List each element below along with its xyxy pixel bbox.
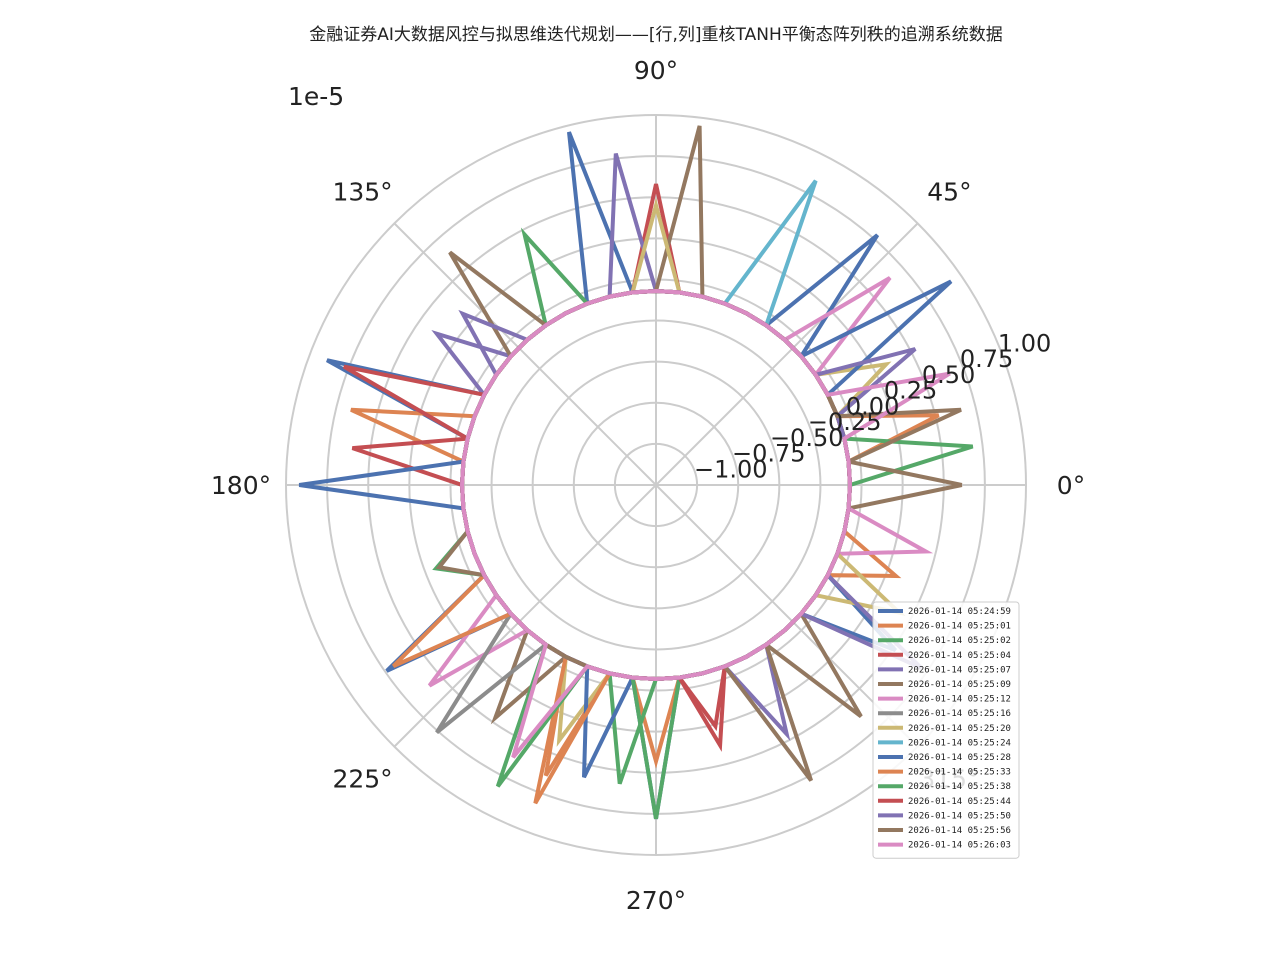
r-axis-offset-label: 1e-5 xyxy=(288,82,344,111)
theta-tick-label-5: 225° xyxy=(332,764,392,793)
legend-label-14: 2026-01-14 05:25:50 xyxy=(908,811,1011,821)
series-layer xyxy=(298,125,974,820)
legend-label-6: 2026-01-14 05:25:12 xyxy=(908,695,1011,705)
grid-spoke-1 xyxy=(655,222,919,486)
r-tick-label-7: 0.75 xyxy=(960,345,1013,373)
r-tick-label-2: −0.50 xyxy=(770,424,844,452)
legend-label-0: 2026-01-14 05:24:59 xyxy=(908,607,1011,617)
legend-label-16: 2026-01-14 05:26:03 xyxy=(908,841,1011,851)
theta-tick-label-0: 0° xyxy=(1057,471,1085,500)
legend-label-2: 2026-01-14 05:25:02 xyxy=(908,636,1011,646)
legend-label-9: 2026-01-14 05:25:24 xyxy=(908,738,1011,748)
legend-box xyxy=(872,601,1020,859)
series-line-16 xyxy=(459,288,951,759)
legend-label-4: 2026-01-14 05:25:07 xyxy=(908,665,1011,675)
r-tick-label-5: 0.25 xyxy=(884,377,937,405)
legend: 2026-01-14 05:24:59 2026-01-14 05:25:01 20… xyxy=(872,601,1020,859)
theta-tick-label-6: 270° xyxy=(626,886,686,915)
theta-tick-label-1: 45° xyxy=(927,178,971,207)
legend-label-10: 2026-01-14 05:25:28 xyxy=(908,753,1011,763)
theta-tick-label-4: 180° xyxy=(211,471,271,500)
r-tick-label-6: 0.50 xyxy=(922,361,975,389)
legend-label-5: 2026-01-14 05:25:09 xyxy=(908,680,1011,690)
legend-label-3: 2026-01-14 05:25:04 xyxy=(908,651,1011,661)
grid-spoke-5 xyxy=(393,484,657,748)
r-tick-label-0: −1.00 xyxy=(694,455,768,483)
r-tick-label-4: 0.00 xyxy=(846,392,899,420)
polar-grid xyxy=(285,114,1027,856)
r-tick-label-8: 1.00 xyxy=(998,329,1051,357)
legend-label-11: 2026-01-14 05:25:33 xyxy=(908,768,1011,778)
legend-label-1: 2026-01-14 05:25:01 xyxy=(908,622,1011,632)
r-tick-label-1: −0.75 xyxy=(732,440,806,468)
legend-label-15: 2026-01-14 05:25:56 xyxy=(908,826,1011,836)
legend-label-12: 2026-01-14 05:25:38 xyxy=(908,782,1011,792)
grid-spoke-3 xyxy=(393,222,657,486)
theta-tick-label-2: 90° xyxy=(634,56,678,85)
legend-label-13: 2026-01-14 05:25:44 xyxy=(908,797,1011,807)
chart-title: 金融证券AI大数据风控与拟思维迭代规划——[行,列]重核TANH平衡态阵列秩的追… xyxy=(309,25,1003,45)
legend-label-8: 2026-01-14 05:25:20 xyxy=(908,724,1011,734)
r-tick-label-3: −0.25 xyxy=(808,408,882,436)
legend-label-7: 2026-01-14 05:25:16 xyxy=(908,709,1011,719)
series-line-7 xyxy=(435,288,852,734)
theta-tick-label-3: 135° xyxy=(332,178,392,207)
